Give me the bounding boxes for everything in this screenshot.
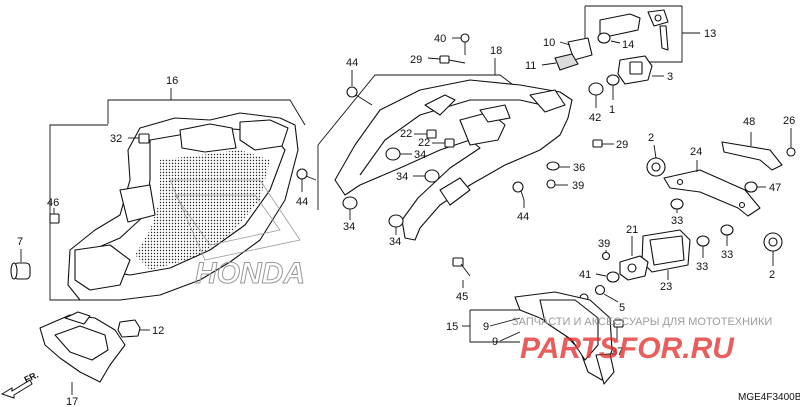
callout-22a[interactable]: 22 xyxy=(400,128,412,140)
callout-33c[interactable]: 33 xyxy=(696,261,708,273)
svg-text:FR.: FR. xyxy=(23,370,40,385)
bolt-29-right[interactable]: 29 xyxy=(592,139,628,151)
callout-34c[interactable]: 34 xyxy=(343,221,355,233)
bulb-41[interactable]: 41 xyxy=(579,269,620,283)
callout-34a[interactable]: 34 xyxy=(414,149,426,161)
callout-44-left[interactable]: 44 xyxy=(296,196,308,208)
washer-36[interactable]: 36 xyxy=(546,161,585,174)
callout-36[interactable]: 36 xyxy=(573,162,585,174)
callout-44-center[interactable]: 44 xyxy=(517,211,529,223)
callout-42[interactable]: 42 xyxy=(589,112,601,124)
callout-5[interactable]: 5 xyxy=(619,302,625,314)
callout-11[interactable]: 11 xyxy=(525,60,536,72)
front-direction-arrow: FR. xyxy=(0,370,40,399)
unit-23[interactable]: 23 xyxy=(641,229,691,293)
callout-24[interactable]: 24 xyxy=(690,146,702,158)
bolt-45[interactable]: 45 xyxy=(452,257,471,303)
callout-34d[interactable]: 34 xyxy=(389,236,401,248)
callout-16[interactable]: 16 xyxy=(166,75,178,87)
grommet-12[interactable]: 12 xyxy=(117,319,164,338)
grommet-2-upper[interactable]: 2 xyxy=(646,132,666,177)
watermark-big: PARTSFOR.RU xyxy=(520,332,735,365)
collar-47[interactable]: 47 xyxy=(744,181,781,194)
callout-45[interactable]: 45 xyxy=(456,291,468,303)
rubber-34b[interactable]: 34 xyxy=(396,169,440,183)
watermark-small: ЗАПЧАСТИ И АКСЕССУАРЫ ДЛЯ МОТОТЕХНИКИ xyxy=(512,316,772,328)
callout-14[interactable]: 14 xyxy=(622,39,634,51)
bolt-40[interactable]: 40 xyxy=(434,33,470,55)
grommet-2-lower[interactable]: 2 xyxy=(763,232,783,281)
callout-17[interactable]: 17 xyxy=(66,396,78,407)
collar-22a[interactable]: 22 xyxy=(400,128,437,140)
rubber-34c[interactable]: 34 xyxy=(342,196,358,233)
rubber-34a[interactable]: 34 xyxy=(385,147,426,161)
collar-33-a[interactable]: 33 xyxy=(670,198,684,227)
bolt-26[interactable]: 26 xyxy=(783,115,796,157)
callout-32[interactable]: 32 xyxy=(110,133,122,145)
callout-34b[interactable]: 34 xyxy=(396,171,408,183)
callout-22b[interactable]: 22 xyxy=(418,137,430,149)
screw-37[interactable]: 37 xyxy=(611,319,624,358)
callout-2-upper[interactable]: 2 xyxy=(648,132,654,144)
callout-10[interactable]: 10 xyxy=(543,37,555,49)
seat-lock-group: 13 14 xyxy=(584,5,716,63)
clip-32[interactable]: 32 xyxy=(110,133,150,145)
callout-29-top[interactable]: 29 xyxy=(410,54,422,66)
callout-46[interactable]: 46 xyxy=(47,197,59,209)
callout-39-upper[interactable]: 39 xyxy=(572,180,584,192)
bolt-44-center[interactable]: 44 xyxy=(512,181,529,223)
callout-44-upper[interactable]: 44 xyxy=(346,57,358,69)
callout-15[interactable]: 15 xyxy=(446,321,458,333)
callout-37[interactable]: 37 xyxy=(611,346,623,358)
nut-42[interactable]: 42 xyxy=(588,82,604,124)
rubber-7[interactable]: 7 xyxy=(10,236,31,280)
bolt-44-upper[interactable]: 44 xyxy=(346,57,373,106)
seat-latch-10[interactable]: 10 xyxy=(543,37,593,61)
callout-1[interactable]: 1 xyxy=(609,104,615,116)
callout-7[interactable]: 7 xyxy=(17,236,23,248)
callout-13[interactable]: 13 xyxy=(704,28,716,40)
callout-39-lower[interactable]: 39 xyxy=(598,238,610,250)
rubber-34d[interactable]: 34 xyxy=(388,214,404,248)
brand-logo-text: HONDA xyxy=(195,257,305,290)
splash-guard-17[interactable]: 17 xyxy=(39,311,126,407)
cable-end-3[interactable]: 3 xyxy=(617,55,673,85)
bolt-29-top[interactable]: 29 xyxy=(410,54,466,66)
callout-3[interactable]: 3 xyxy=(667,71,673,83)
callout-12[interactable]: 12 xyxy=(152,325,164,337)
collar-33-c[interactable]: 33 xyxy=(696,235,710,273)
screw-39-upper[interactable]: 39 xyxy=(546,179,584,192)
screw-39-lower[interactable]: 39 xyxy=(598,238,610,261)
callout-33a[interactable]: 33 xyxy=(671,215,683,227)
callout-33b[interactable]: 33 xyxy=(721,249,733,261)
callout-41[interactable]: 41 xyxy=(579,269,591,281)
callout-9a[interactable]: 9 xyxy=(483,321,489,333)
license-bracket-15: 15 9 9 xyxy=(446,291,615,385)
socket-21[interactable]: 21 xyxy=(619,224,649,281)
callout-18[interactable]: 18 xyxy=(490,45,502,57)
callout-21[interactable]: 21 xyxy=(626,224,638,236)
callout-23[interactable]: 23 xyxy=(660,281,672,293)
collar-33-b[interactable]: 33 xyxy=(720,224,734,261)
rear-inner-fender-group: 16 HONDA xyxy=(49,75,306,301)
stay-48[interactable]: 48 xyxy=(721,116,783,171)
bracket-11[interactable]: 11 xyxy=(525,53,579,72)
callout-26[interactable]: 26 xyxy=(783,115,795,127)
callout-29-right[interactable]: 29 xyxy=(616,139,628,151)
collar-22b[interactable]: 22 xyxy=(418,137,455,149)
bracket-24[interactable]: 24 xyxy=(663,146,761,217)
bolt-44-left[interactable]: 44 xyxy=(296,168,317,208)
callout-47[interactable]: 47 xyxy=(769,182,781,194)
clip-46[interactable]: 46 xyxy=(47,197,60,224)
grommet-1[interactable]: 1 xyxy=(606,74,620,116)
callout-48[interactable]: 48 xyxy=(743,116,755,128)
callout-2-lower[interactable]: 2 xyxy=(769,269,775,281)
diagram-code: MGE4F3400B xyxy=(738,392,800,403)
callout-40[interactable]: 40 xyxy=(434,33,446,45)
key-14[interactable] xyxy=(647,9,669,51)
callout-9b[interactable]: 9 xyxy=(492,336,498,348)
